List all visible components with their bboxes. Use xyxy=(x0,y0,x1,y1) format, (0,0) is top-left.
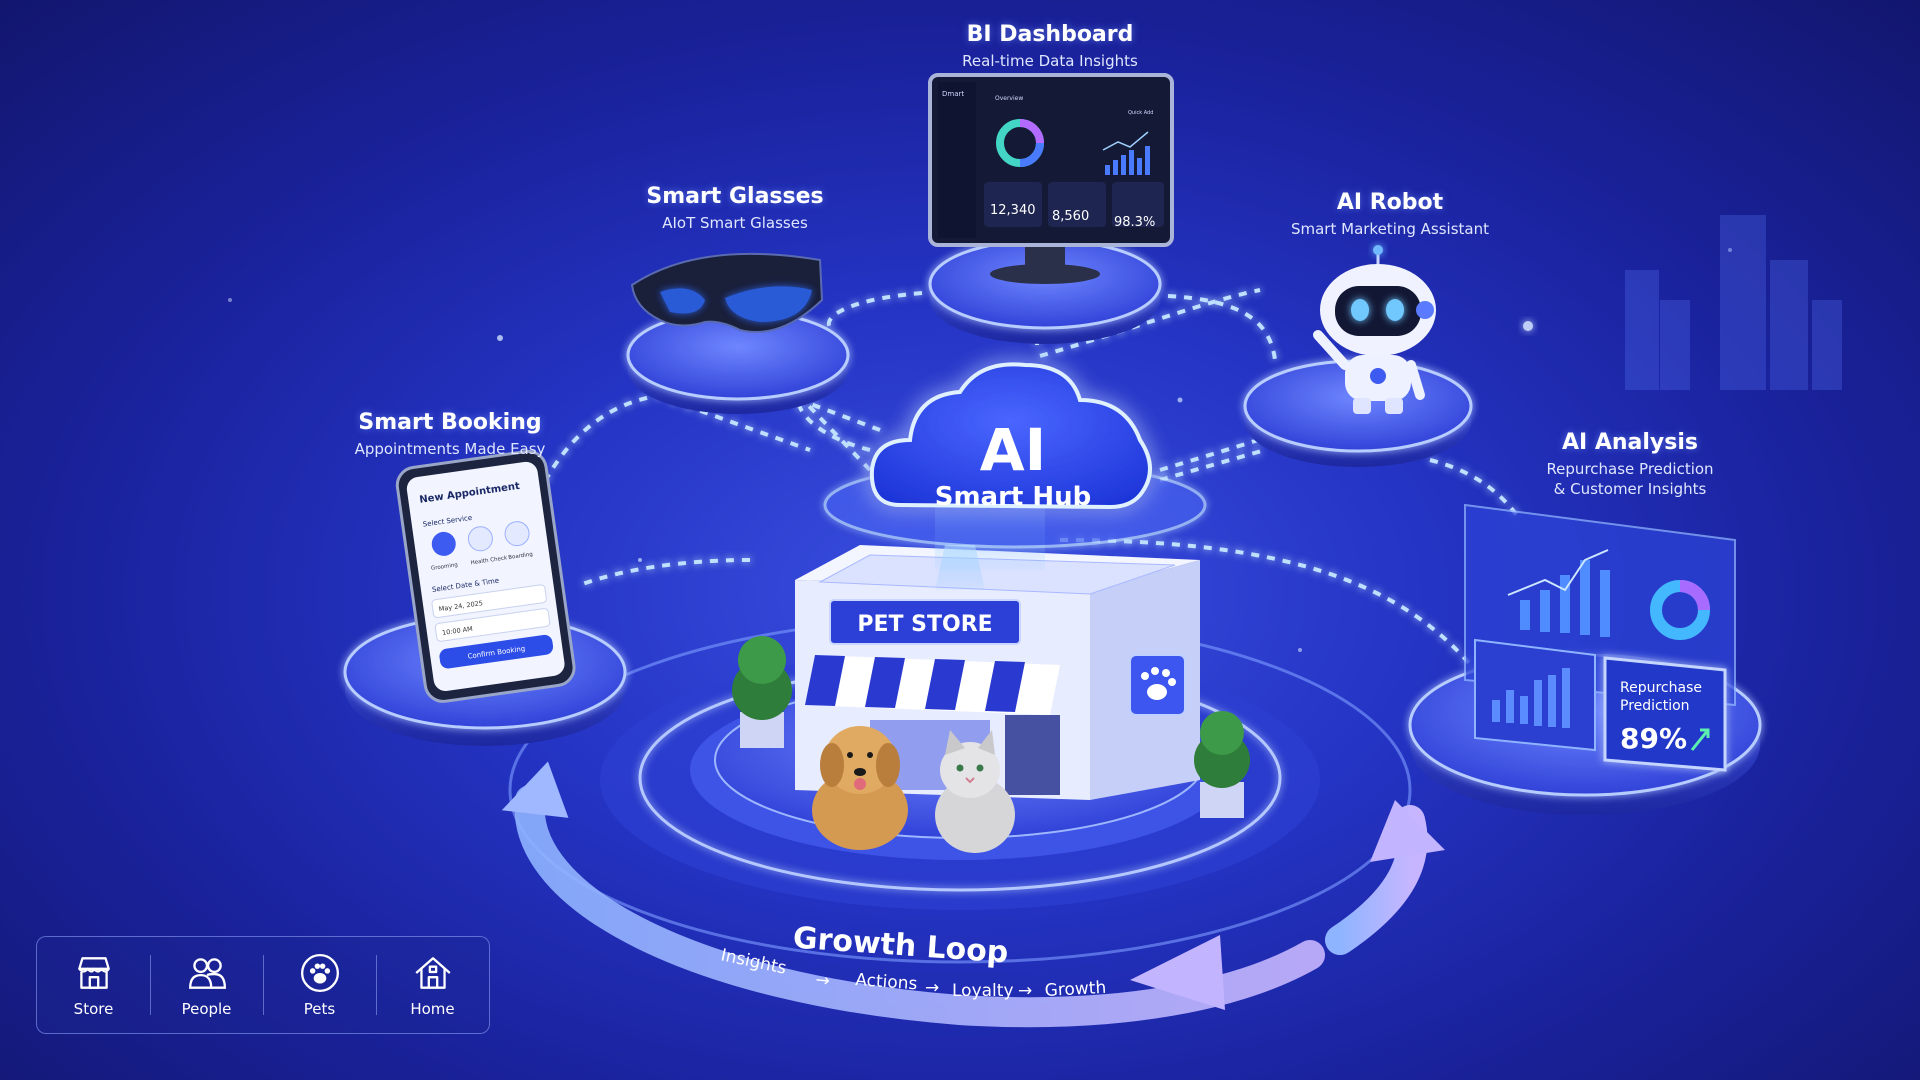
kpi-value-2: 8,560 xyxy=(1052,209,1089,224)
nav-people-label: People xyxy=(181,1000,232,1018)
phone-illustration: New Appointment Select Service Grooming … xyxy=(395,449,576,703)
dashboard-quick-add-button: Quick Add xyxy=(1128,110,1153,116)
smart-glasses-subtitle: AIoT Smart Glasses xyxy=(662,214,808,232)
nav-store-label: Store xyxy=(73,1000,114,1018)
kpi-value-3: 98.3% xyxy=(1114,215,1155,230)
nav-home-label: Home xyxy=(410,1000,455,1018)
ai-analysis-label: AI Analysis Repurchase Prediction & Cust… xyxy=(1510,430,1750,499)
nav-item-pets[interactable]: Pets xyxy=(263,937,376,1033)
bi-dashboard-subtitle: Real-time Data Insights xyxy=(962,52,1138,70)
ai-analysis-subtitle-2: & Customer Insights xyxy=(1553,480,1707,498)
robot-illustration xyxy=(1313,245,1436,414)
nav-item-store[interactable]: Store xyxy=(37,937,150,1033)
ai-robot-subtitle: Smart Marketing Assistant xyxy=(1290,220,1489,238)
nav-item-people[interactable]: People xyxy=(150,937,263,1033)
ai-robot-label: AI Robot Smart Marketing Assistant xyxy=(1250,190,1530,239)
bi-dashboard-title: BI Dashboard xyxy=(966,22,1134,47)
dog-illustration xyxy=(812,726,908,850)
ai-smart-hub[interactable]: AI Smart Hub xyxy=(823,362,1207,549)
paw-emblem-icon xyxy=(1141,667,1176,700)
growth-step-growth: Growth xyxy=(1044,978,1107,1001)
ai-analysis-node[interactable]: Repurchase Prediction 89% xyxy=(1408,503,1762,815)
nav-pets-label: Pets xyxy=(303,1000,336,1018)
smart-booking-label: Smart Booking Appointments Made Easy xyxy=(330,410,570,459)
smart-glasses-node[interactable] xyxy=(626,252,850,414)
cat-illustration xyxy=(935,730,1015,853)
dashboard-header: Overview xyxy=(995,95,1023,102)
smart-booking-node[interactable]: New Appointment Select Service Grooming … xyxy=(343,449,627,746)
hub-title-smart-hub: Smart Hub xyxy=(935,482,1092,512)
glasses-illustration xyxy=(630,252,824,333)
smart-booking-subtitle: Appointments Made Easy xyxy=(354,440,546,458)
people-icon xyxy=(188,958,226,989)
nav-item-home[interactable]: Home xyxy=(376,937,489,1033)
repurchase-label-line2: Prediction xyxy=(1620,698,1690,714)
monitor-illustration: Dmart Overview Quick Add 12,340 8,560 98… xyxy=(928,73,1174,247)
repurchase-label-line1: Repurchase xyxy=(1620,680,1702,696)
service-boarding: Boarding xyxy=(508,552,533,561)
ai-robot-title: AI Robot xyxy=(1336,190,1444,215)
dashboard-brand: Dmart xyxy=(942,90,964,98)
smart-glasses-label: Smart Glasses AIoT Smart Glasses xyxy=(610,184,860,233)
service-health-check: Health Check xyxy=(470,555,508,566)
paw-icon xyxy=(300,953,339,993)
growth-step-actions: Actions xyxy=(855,970,918,994)
repurchase-value: 89% xyxy=(1620,722,1687,755)
analysis-panels: Repurchase Prediction 89% xyxy=(1464,503,1736,772)
service-grooming: Grooming xyxy=(431,562,459,572)
tree-right xyxy=(1194,711,1250,818)
home-icon xyxy=(414,957,451,989)
bi-dashboard-label: BI Dashboard Real-time Data Insights xyxy=(920,22,1180,71)
growth-step-arrow-3: → xyxy=(1018,981,1032,1001)
bi-dashboard-node[interactable]: Dmart Overview Quick Add 12,340 8,560 98… xyxy=(928,73,1174,344)
store-awning xyxy=(805,655,1060,715)
kpi-value-1: 12,340 xyxy=(990,203,1036,218)
tree-left xyxy=(732,636,792,748)
hub-title-ai: AI xyxy=(980,416,1046,484)
city-skyline-decoration xyxy=(1625,215,1842,390)
growth-step-loyalty: Loyalty xyxy=(952,981,1014,1001)
store-icon xyxy=(77,957,110,989)
growth-loop-title: Growth Loop xyxy=(792,921,1010,971)
bottom-nav: Store People Pets xyxy=(36,936,490,1034)
growth-step-arrow-1: → xyxy=(814,970,830,991)
ai-analysis-subtitle-1: Repurchase Prediction xyxy=(1546,460,1714,478)
store-sign: PET STORE xyxy=(857,612,992,637)
smart-booking-title: Smart Booking xyxy=(358,410,542,435)
growth-loop-arrows xyxy=(501,761,1445,1028)
ai-analysis-title: AI Analysis xyxy=(1561,430,1699,455)
ai-robot-node[interactable] xyxy=(1243,245,1473,467)
smart-glasses-title: Smart Glasses xyxy=(646,184,824,209)
background-sparkles xyxy=(228,248,1732,652)
growth-step-arrow-2: → xyxy=(925,978,939,998)
